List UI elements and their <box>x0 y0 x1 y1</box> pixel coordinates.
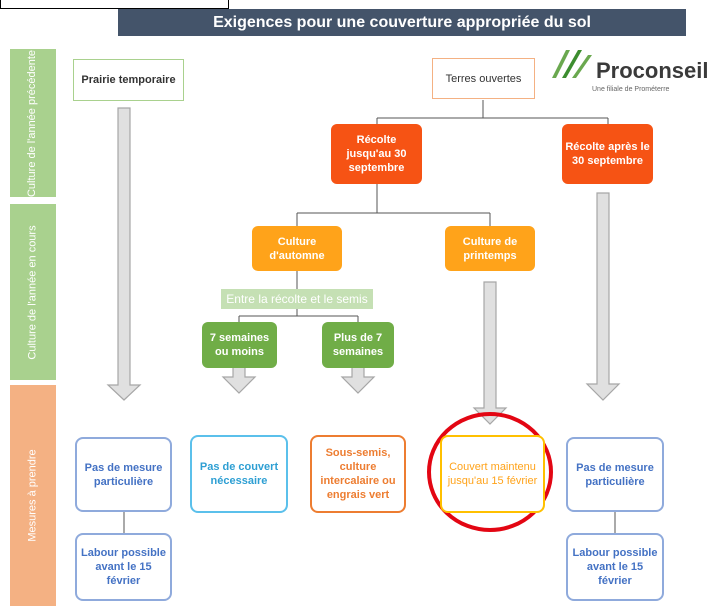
arrow-spring <box>472 281 508 425</box>
measure-undersowing: Sous-semis, culture intercalaire ou engr… <box>310 435 406 513</box>
node-prairie: Prairie temporaire <box>73 59 184 101</box>
between-label: Entre la récolte et le semis <box>221 289 373 309</box>
arrow-harvest-after <box>585 192 621 401</box>
node-seven-more: Plus de 7 semaines <box>322 322 394 368</box>
band-previous-crop: Culture de l'année précédente <box>10 49 56 197</box>
logo-tagline: Une filiale de Prométerre <box>592 86 670 93</box>
node-harvest-after: Récolte après le 30 septembre <box>562 124 653 184</box>
highlight-circle <box>427 412 553 532</box>
node-harvest-before: Récolte jusqu'au 30 septembre <box>331 124 422 184</box>
band-current-crop: Culture de l'année en cours <box>10 204 56 380</box>
logo-leaf-icon <box>552 50 592 78</box>
node-seven-less: 7 semaines ou moins <box>202 322 277 368</box>
logo-name: Proconseil <box>596 58 709 83</box>
page-title: Exigences pour une couverture appropriée… <box>118 9 686 36</box>
measure-no-special-right: Pas de mesure particulière <box>566 437 664 512</box>
measure-plough-left: Labour possible avant le 15 février <box>75 533 172 601</box>
node-terres: Terres ouvertes <box>432 58 535 99</box>
arrow-prairie <box>106 107 142 401</box>
header-frame <box>0 0 229 9</box>
measure-plough-right: Labour possible avant le 15 février <box>566 533 664 601</box>
node-autumn: Culture d'automne <box>252 226 342 271</box>
measure-no-special-left: Pas de mesure particulière <box>75 437 172 512</box>
band-measures: Mesures à prendre <box>10 385 56 606</box>
node-spring: Culture de printemps <box>445 226 535 271</box>
measure-no-cover: Pas de couvert nécessaire <box>190 435 288 513</box>
measure-cover-kept: Couvert maintenu jusqu'au 15 février <box>440 435 545 513</box>
